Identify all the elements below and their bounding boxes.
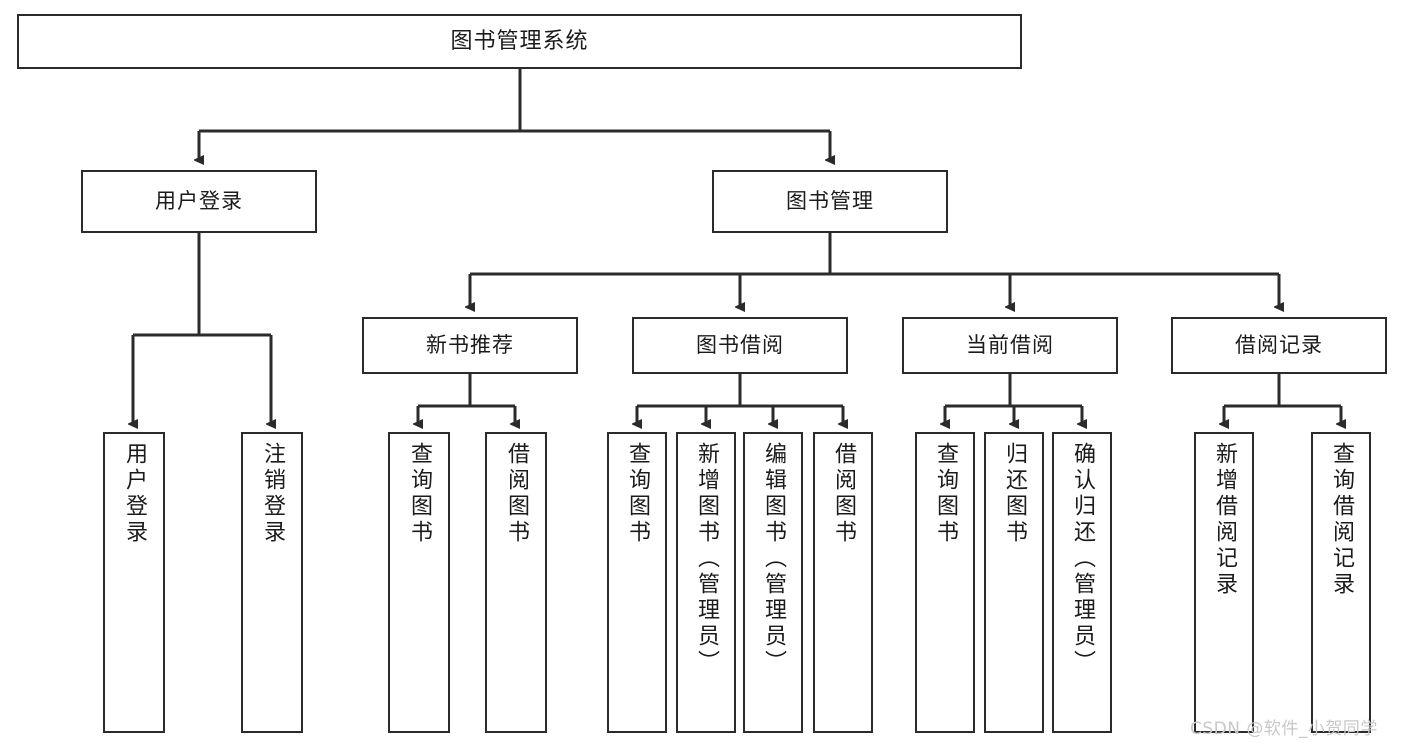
leaf-borrow-query-book[interactable]: 查询图书 [607,432,667,733]
node-book-borrow[interactable]: 图书借阅 [632,317,848,374]
node-label: 查询图书 [625,442,650,546]
leaf-borrow-borrow-book[interactable]: 借阅图书 [813,432,873,733]
leaf-borrow-edit-book-admin[interactable]: 编辑图书（管理员） [743,432,803,733]
leaf-user-login-logout[interactable]: 注销登录 [241,432,303,733]
node-label: 图书借阅 [696,333,784,358]
leaf-borrow-add-book-admin[interactable]: 新增图书（管理员） [676,432,736,733]
node-label: 编辑图书（管理员） [761,442,786,676]
node-label: 查询图书 [407,442,432,546]
leaf-recommend-borrow-book[interactable]: 借阅图书 [485,432,547,733]
node-label: 查询借阅记录 [1329,442,1354,598]
watermark-text: CSDN @软件_小贺同学 [1190,719,1378,739]
node-root-book-management-system[interactable]: 图书管理系统 [17,14,1022,69]
leaf-user-login-login[interactable]: 用户登录 [103,432,165,733]
node-borrow-records[interactable]: 借阅记录 [1171,317,1387,374]
node-label: 新增借阅记录 [1212,442,1237,598]
leaf-recommend-query-book[interactable]: 查询图书 [388,432,450,733]
leaf-current-confirm-return-admin[interactable]: 确认归还（管理员） [1052,432,1112,733]
node-label: 图书管理系统 [450,28,589,54]
leaf-records-query-record[interactable]: 查询借阅记录 [1311,432,1371,733]
node-label: 查询图书 [933,442,958,546]
leaf-current-return-book[interactable]: 归还图书 [984,432,1044,733]
node-current-borrow[interactable]: 当前借阅 [902,317,1118,374]
node-label: 确认归还（管理员） [1070,442,1095,676]
node-label: 借阅图书 [831,442,856,546]
node-label: 新书推荐 [426,333,514,358]
node-label: 用户登录 [122,442,147,546]
node-label: 借阅图书 [504,442,529,546]
node-label: 注销登录 [260,442,285,546]
node-user-login[interactable]: 用户登录 [81,170,317,233]
node-new-book-recommend[interactable]: 新书推荐 [362,317,578,374]
node-label: 当前借阅 [966,333,1054,358]
node-label: 用户登录 [155,189,243,214]
leaf-records-add-record[interactable]: 新增借阅记录 [1194,432,1254,733]
node-label: 图书管理 [786,189,874,214]
leaf-current-query-book[interactable]: 查询图书 [915,432,975,733]
node-label: 归还图书 [1002,442,1027,546]
node-book-management[interactable]: 图书管理 [712,170,948,233]
node-label: 借阅记录 [1235,333,1323,358]
node-label: 新增图书（管理员） [694,442,719,676]
